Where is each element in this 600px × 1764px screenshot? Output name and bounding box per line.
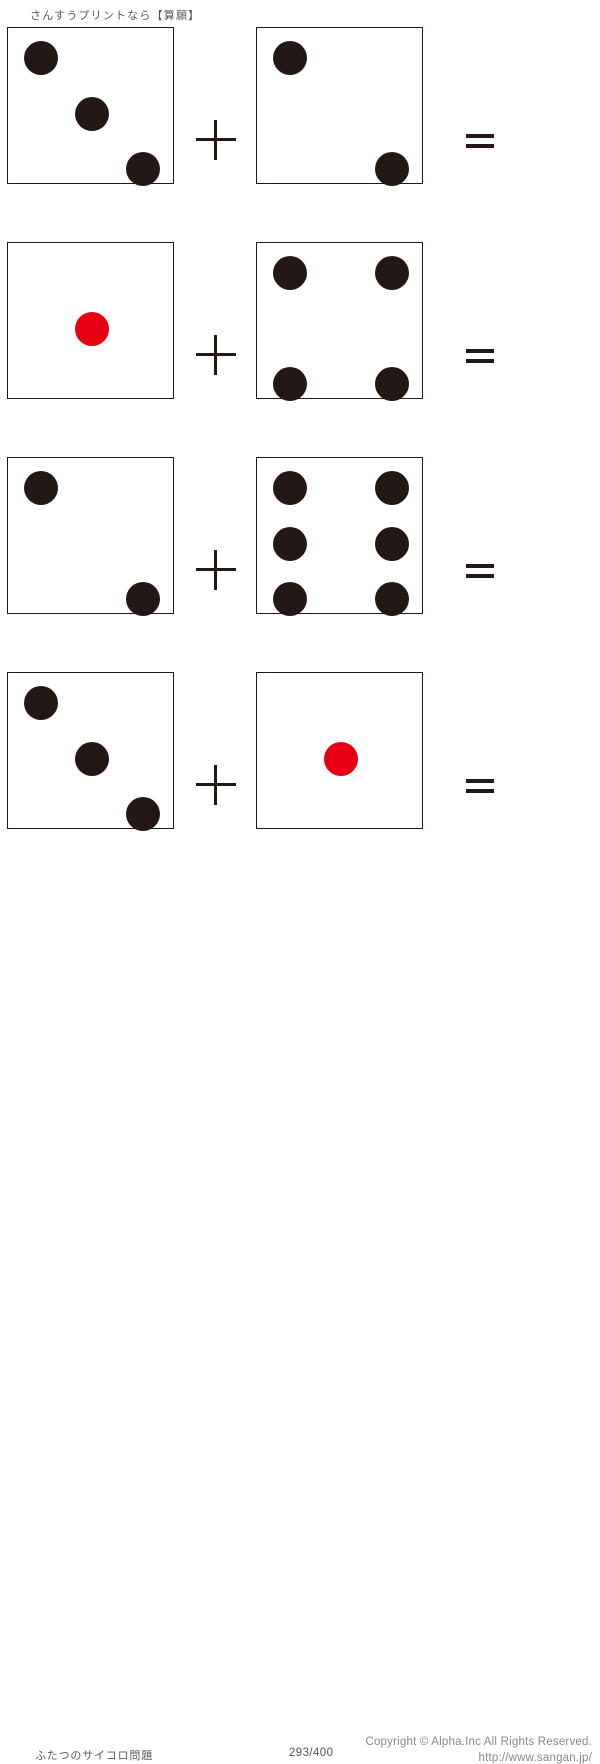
die-pip (75, 312, 109, 346)
die-pip (324, 742, 358, 776)
equals-bar-top (466, 134, 494, 138)
problem-row (0, 672, 600, 832)
die-pip (375, 152, 409, 186)
equals-operator-icon (466, 775, 494, 797)
problem-list (0, 0, 600, 860)
die-face-right (256, 672, 423, 829)
plus-operator-icon (196, 765, 236, 805)
plus-operator-icon (196, 335, 236, 375)
die-face-left (7, 242, 174, 399)
die-face-right (256, 27, 423, 186)
answer-area[interactable] (500, 282, 590, 362)
plus-operator-icon (196, 550, 236, 590)
footer-copyright: Copyright © Alpha.Inc All Rights Reserve… (365, 1736, 592, 1748)
plus-bar-vertical (214, 765, 218, 805)
die-pip (126, 582, 160, 616)
equals-bar-bottom (466, 359, 494, 363)
equals-bar-top (466, 564, 494, 568)
problem-row (0, 27, 600, 187)
die-pip (126, 152, 160, 186)
die-pip (375, 582, 409, 616)
equals-operator-icon (466, 130, 494, 152)
page-title: さんすうプリントなら【算願】 (30, 10, 201, 22)
die-pip (375, 527, 409, 561)
die-pip (375, 471, 409, 505)
die-face-left (7, 27, 174, 186)
die-pip (273, 527, 307, 561)
die-pip (375, 256, 409, 290)
equals-bar-top (466, 779, 494, 783)
die-pip (126, 797, 160, 831)
footer-sheet-title: ふたつのサイコロ問題 (35, 1750, 153, 1762)
footer: ふたつのサイコロ問題 293/400 Copyright © Alpha.Inc… (0, 866, 600, 1764)
equals-operator-icon (466, 345, 494, 367)
die-pip (273, 471, 307, 505)
die-face-right (256, 457, 423, 616)
die-face-right (256, 242, 423, 401)
die-pip (273, 41, 307, 75)
equals-bar-bottom (466, 789, 494, 793)
die-face-left (7, 672, 174, 831)
die-pip (75, 97, 109, 131)
plus-bar-vertical (214, 335, 218, 375)
die-pip (273, 256, 307, 290)
footer-url: http://www.sangan.jp/ (478, 1752, 592, 1764)
die-pip (375, 367, 409, 401)
equals-bar-top (466, 349, 494, 353)
equals-bar-bottom (466, 574, 494, 578)
die-pip (273, 367, 307, 401)
plus-operator-icon (196, 120, 236, 160)
answer-area[interactable] (500, 67, 590, 147)
die-face-left (7, 457, 174, 616)
die-pip (24, 41, 58, 75)
die-pip (24, 686, 58, 720)
problem-row (0, 242, 600, 402)
footer-page-number: 293/400 (289, 1747, 334, 1759)
die-pip (273, 582, 307, 616)
equals-bar-bottom (466, 144, 494, 148)
plus-bar-vertical (214, 120, 218, 160)
plus-bar-vertical (214, 550, 218, 590)
equals-operator-icon (466, 560, 494, 582)
problem-row (0, 457, 600, 617)
answer-area[interactable] (500, 712, 590, 792)
die-pip (24, 471, 58, 505)
die-pip (75, 742, 109, 776)
answer-area[interactable] (500, 497, 590, 577)
